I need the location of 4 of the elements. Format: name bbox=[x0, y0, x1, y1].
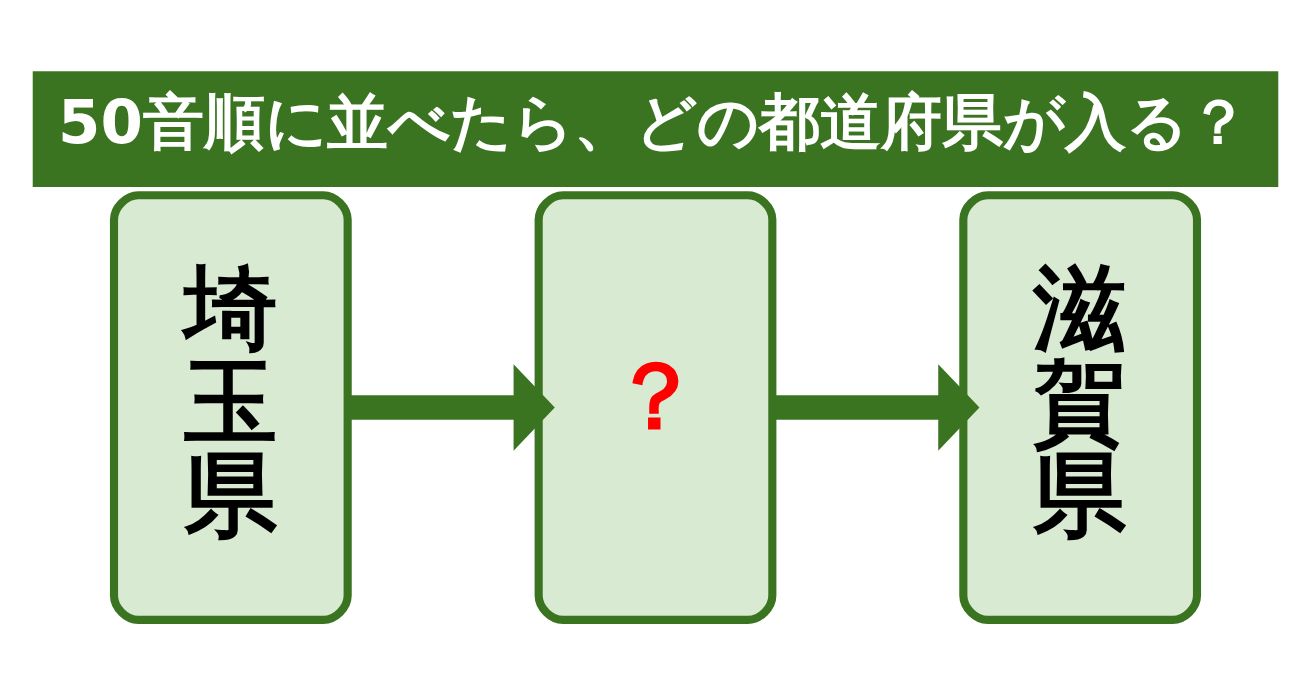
diagram-title: 50音順に並べたら、どの都道府県が入る？ bbox=[58, 85, 1249, 157]
node-box: 滋賀県 bbox=[959, 190, 1202, 624]
node-box: ？ bbox=[534, 190, 777, 624]
node-box: 埼玉県 bbox=[109, 190, 352, 624]
